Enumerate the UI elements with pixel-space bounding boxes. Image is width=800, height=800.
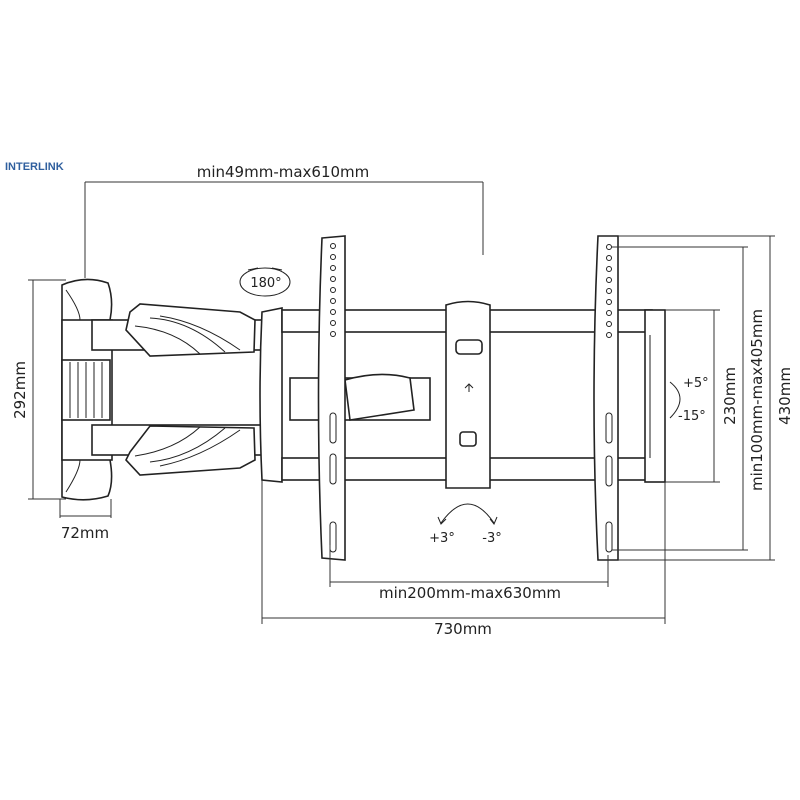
extension-label: min49mm-max610mm xyxy=(197,163,370,181)
vesa-horizontal-dimension: min200mm-max630mm xyxy=(329,545,609,602)
swivel-label: 180° xyxy=(250,276,281,291)
total-height-label: 430mm xyxy=(776,367,794,425)
tilt-bracket-height-label: 230mm xyxy=(721,367,739,425)
wall-plate xyxy=(61,278,113,501)
left-vesa-bracket xyxy=(317,235,346,561)
total-height-dimension: 430mm xyxy=(618,235,794,561)
wall-plate-width-label: 72mm xyxy=(61,524,109,542)
wall-plate-height-label: 292mm xyxy=(11,361,29,419)
up-arrow-icon xyxy=(464,383,474,392)
vesa-horizontal-label: min200mm-max630mm xyxy=(379,584,561,602)
middle-arm xyxy=(289,373,431,421)
wall-plate-width-dimension: 72mm xyxy=(59,499,112,542)
vesa-vertical-label: min100mm-max405mm xyxy=(748,309,766,491)
total-width-dimension: 730mm xyxy=(261,480,666,638)
tilt-indicator: +5° -15° xyxy=(669,376,709,424)
upper-arm xyxy=(91,303,263,357)
extension-dimension: min49mm-max610mm xyxy=(84,163,484,278)
lower-arm xyxy=(91,424,263,476)
rotate-minus-label: -3° xyxy=(482,531,501,546)
tilt-up-label: +5° xyxy=(683,376,709,391)
swivel-indicator: 180° xyxy=(239,267,291,297)
wall-plate-height-dimension: 292mm xyxy=(11,279,66,500)
tilt-down-label: -15° xyxy=(678,409,706,424)
center-slider xyxy=(445,300,491,489)
rotate-plus-label: +3° xyxy=(429,531,455,546)
brand-logo: INTERLINK xyxy=(5,161,64,173)
arm-connector xyxy=(259,307,283,483)
rotation-indicator: +3° -3° xyxy=(429,503,502,546)
tilt-bracket-height-dimension: 230mm xyxy=(665,309,739,483)
tilt-bracket xyxy=(644,309,666,483)
right-vesa-bracket xyxy=(593,235,619,561)
vesa-vertical-dimension: min100mm-max405mm xyxy=(612,246,766,551)
total-width-label: 730mm xyxy=(434,620,492,638)
